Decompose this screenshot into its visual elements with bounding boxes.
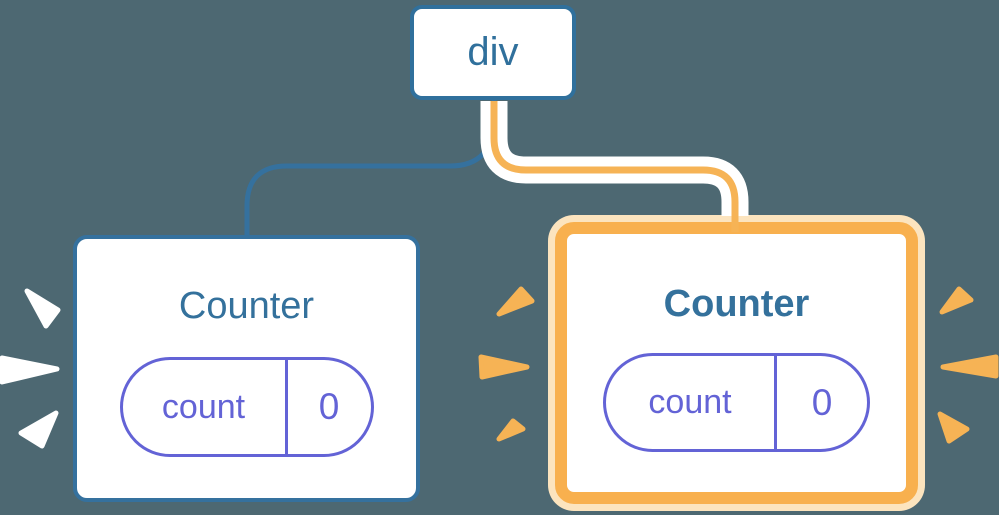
state-key-left: count: [123, 360, 288, 454]
counter-title-left: Counter: [178, 285, 315, 327]
counter-card-right: Counter count 0: [555, 222, 918, 504]
counter-card-left: Counter count 0: [73, 235, 420, 502]
sparkle-icon: [939, 286, 974, 315]
state-value-right: 0: [811, 381, 833, 423]
state-pill-left: count 0: [119, 357, 374, 457]
sparkle-icon: [496, 286, 535, 317]
sparkle-icon: [937, 411, 970, 444]
state-value-left: 0: [318, 386, 340, 427]
root-node-label: div: [467, 30, 519, 74]
sparkles-right-card-left: [478, 286, 535, 442]
sparkles-left-card: [0, 288, 61, 449]
edge-div-to-right-counter: [490, 101, 739, 232]
state-key-right: count: [606, 356, 777, 449]
sparkle-icon: [24, 288, 61, 329]
sparkle-icon: [496, 418, 526, 442]
counter-card-right-glow: Counter count 0: [548, 215, 925, 511]
counter-title-right: Counter: [663, 283, 810, 325]
sparkle-icon: [18, 410, 59, 449]
edge-div-to-left-counter: [244, 100, 497, 236]
root-node-div: div: [410, 5, 576, 100]
sparkle-icon: [478, 354, 530, 380]
sparkle-icon: [0, 355, 60, 385]
edge-div-to-right-counter-casing: [480, 101, 749, 216]
sparkles-right-card-right: [937, 286, 999, 444]
sparkle-icon: [940, 354, 999, 379]
state-pill-right: count 0: [603, 353, 870, 452]
